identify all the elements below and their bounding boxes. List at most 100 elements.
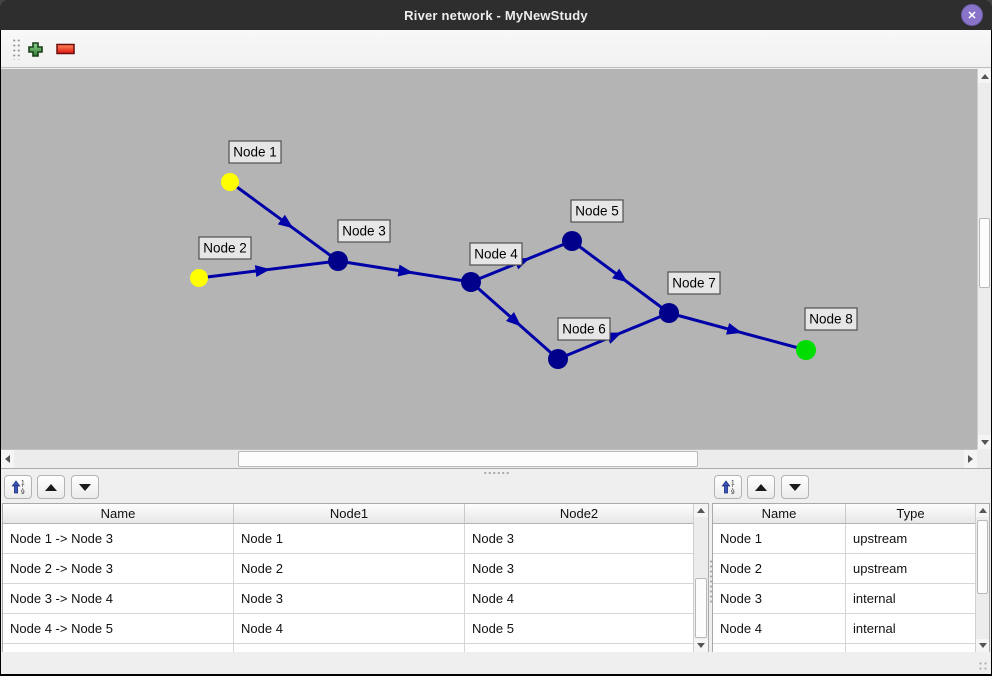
edge-arrow-icon — [397, 264, 414, 277]
vertical-scroll-thumb[interactable] — [979, 218, 990, 288]
table-cell: Node 5 — [465, 614, 694, 643]
horizontal-scroll-thumb[interactable] — [238, 451, 698, 467]
arrow-right-icon — [968, 455, 973, 463]
node-label: Node 7 — [667, 271, 721, 295]
network-node[interactable] — [190, 269, 208, 287]
column-header[interactable]: Type — [846, 504, 976, 523]
move-up-icon — [755, 483, 767, 491]
resize-grip[interactable] — [978, 661, 988, 671]
canvas-horizontal-scrollbar[interactable] — [1, 449, 977, 468]
scroll-left-button[interactable] — [1, 450, 14, 468]
reach-table-scrollbar[interactable] — [693, 504, 708, 652]
column-header[interactable]: Name — [3, 504, 234, 523]
svg-text:Node 7: Node 7 — [672, 276, 716, 291]
network-node[interactable] — [562, 231, 582, 251]
svg-text:9: 9 — [21, 489, 25, 495]
edge-arrow-icon — [726, 323, 743, 335]
table-cell: internal — [846, 584, 976, 613]
network-node[interactable] — [548, 349, 568, 369]
canvas-vertical-scrollbar[interactable] — [977, 69, 991, 449]
sort-icon: 1 9 — [11, 480, 25, 495]
node-label: Node 4 — [469, 242, 523, 266]
svg-text:Node 8: Node 8 — [809, 312, 853, 327]
column-header[interactable]: Node2 — [465, 504, 694, 523]
table-cell: Node 3 — [465, 524, 694, 553]
node-move-down-button[interactable] — [781, 475, 809, 499]
table-cell — [234, 644, 465, 652]
arrow-up-icon — [978, 508, 987, 513]
network-node[interactable] — [221, 173, 239, 191]
scroll-thumb[interactable] — [977, 520, 988, 594]
reach-move-down-button[interactable] — [71, 475, 99, 499]
network-node[interactable] — [461, 272, 481, 292]
scroll-up-button[interactable] — [976, 504, 989, 517]
scrollbar-corner — [977, 449, 991, 468]
table-splitter-handle[interactable] — [709, 559, 713, 603]
table-cell — [713, 644, 846, 652]
scroll-up-button[interactable] — [694, 504, 708, 517]
arrow-down-icon — [697, 643, 705, 648]
pane-splitter-handle[interactable] — [483, 471, 511, 475]
scroll-down-button[interactable] — [694, 639, 708, 652]
remove-node-button[interactable] — [53, 37, 77, 61]
svg-text:1: 1 — [21, 480, 25, 487]
status-bar — [1, 652, 991, 674]
table-cell: Node 2 — [234, 554, 465, 583]
node-sort-button[interactable]: 1 9 — [714, 475, 742, 499]
toolbar-grip[interactable] — [12, 38, 21, 60]
svg-text:9: 9 — [731, 489, 735, 495]
column-header[interactable]: Node1 — [234, 504, 465, 523]
edge-arrow-icon — [277, 214, 294, 229]
node-label: Node 8 — [804, 307, 858, 331]
svg-text:Node 2: Node 2 — [203, 241, 247, 256]
node-table-scrollbar[interactable] — [975, 504, 989, 652]
edge-arrow-icon — [612, 268, 628, 283]
table-cell: Node 4 -> Node 5 — [3, 614, 234, 643]
svg-text:1: 1 — [731, 480, 735, 487]
svg-text:Node 6: Node 6 — [562, 322, 606, 337]
toolbar — [1, 30, 991, 68]
scroll-thumb[interactable] — [695, 578, 707, 638]
table-cell: Node 3 -> Node 4 — [3, 584, 234, 613]
add-node-button[interactable] — [23, 37, 47, 61]
reach-sort-button[interactable]: 1 9 — [4, 475, 32, 499]
titlebar: River network - MyNewStudy ✕ — [0, 0, 992, 30]
node-move-up-button[interactable] — [747, 475, 775, 499]
node-label: Node 2 — [198, 236, 252, 260]
move-down-icon — [79, 483, 91, 491]
close-button[interactable]: ✕ — [961, 4, 983, 26]
table-cell: Node 4 — [234, 614, 465, 643]
table-cell: Node 3 — [234, 584, 465, 613]
network-node[interactable] — [328, 251, 348, 271]
node-label: Node 1 — [228, 140, 282, 164]
scroll-down-button[interactable] — [978, 435, 991, 449]
scroll-right-button[interactable] — [964, 450, 977, 468]
network-node[interactable] — [659, 303, 679, 323]
move-down-icon — [789, 483, 801, 491]
edge-arrow-icon — [254, 265, 271, 278]
table-cell: Node 3 — [465, 554, 694, 583]
reach-move-up-button[interactable] — [37, 475, 65, 499]
window-title: River network - MyNewStudy — [404, 7, 588, 23]
network-node[interactable] — [796, 340, 816, 360]
scroll-up-button[interactable] — [978, 69, 991, 83]
add-icon — [27, 41, 43, 57]
scroll-down-button[interactable] — [976, 639, 989, 652]
column-header[interactable]: Name — [713, 504, 846, 523]
arrow-down-icon — [980, 439, 989, 445]
